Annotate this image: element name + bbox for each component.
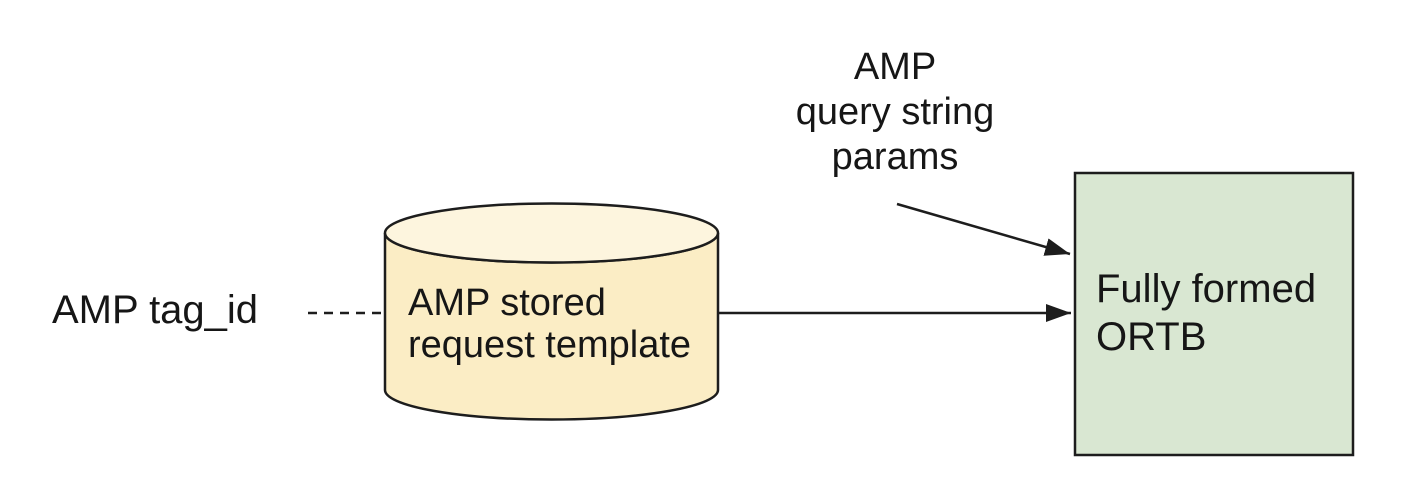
amp-tag-id-label: AMP tag_id	[52, 288, 259, 332]
stored-request-template-label: AMP stored request template	[408, 282, 692, 366]
amp-query-string-params-label: AMP query string params	[795, 46, 995, 178]
query-params-to-ortb-arrow	[896, 202, 1071, 256]
fully-formed-ortb-label: Fully formed ORTB	[1096, 267, 1317, 359]
ortb-rectangle	[1073, 171, 1355, 457]
stored-template-cylinder-top	[383, 202, 720, 264]
